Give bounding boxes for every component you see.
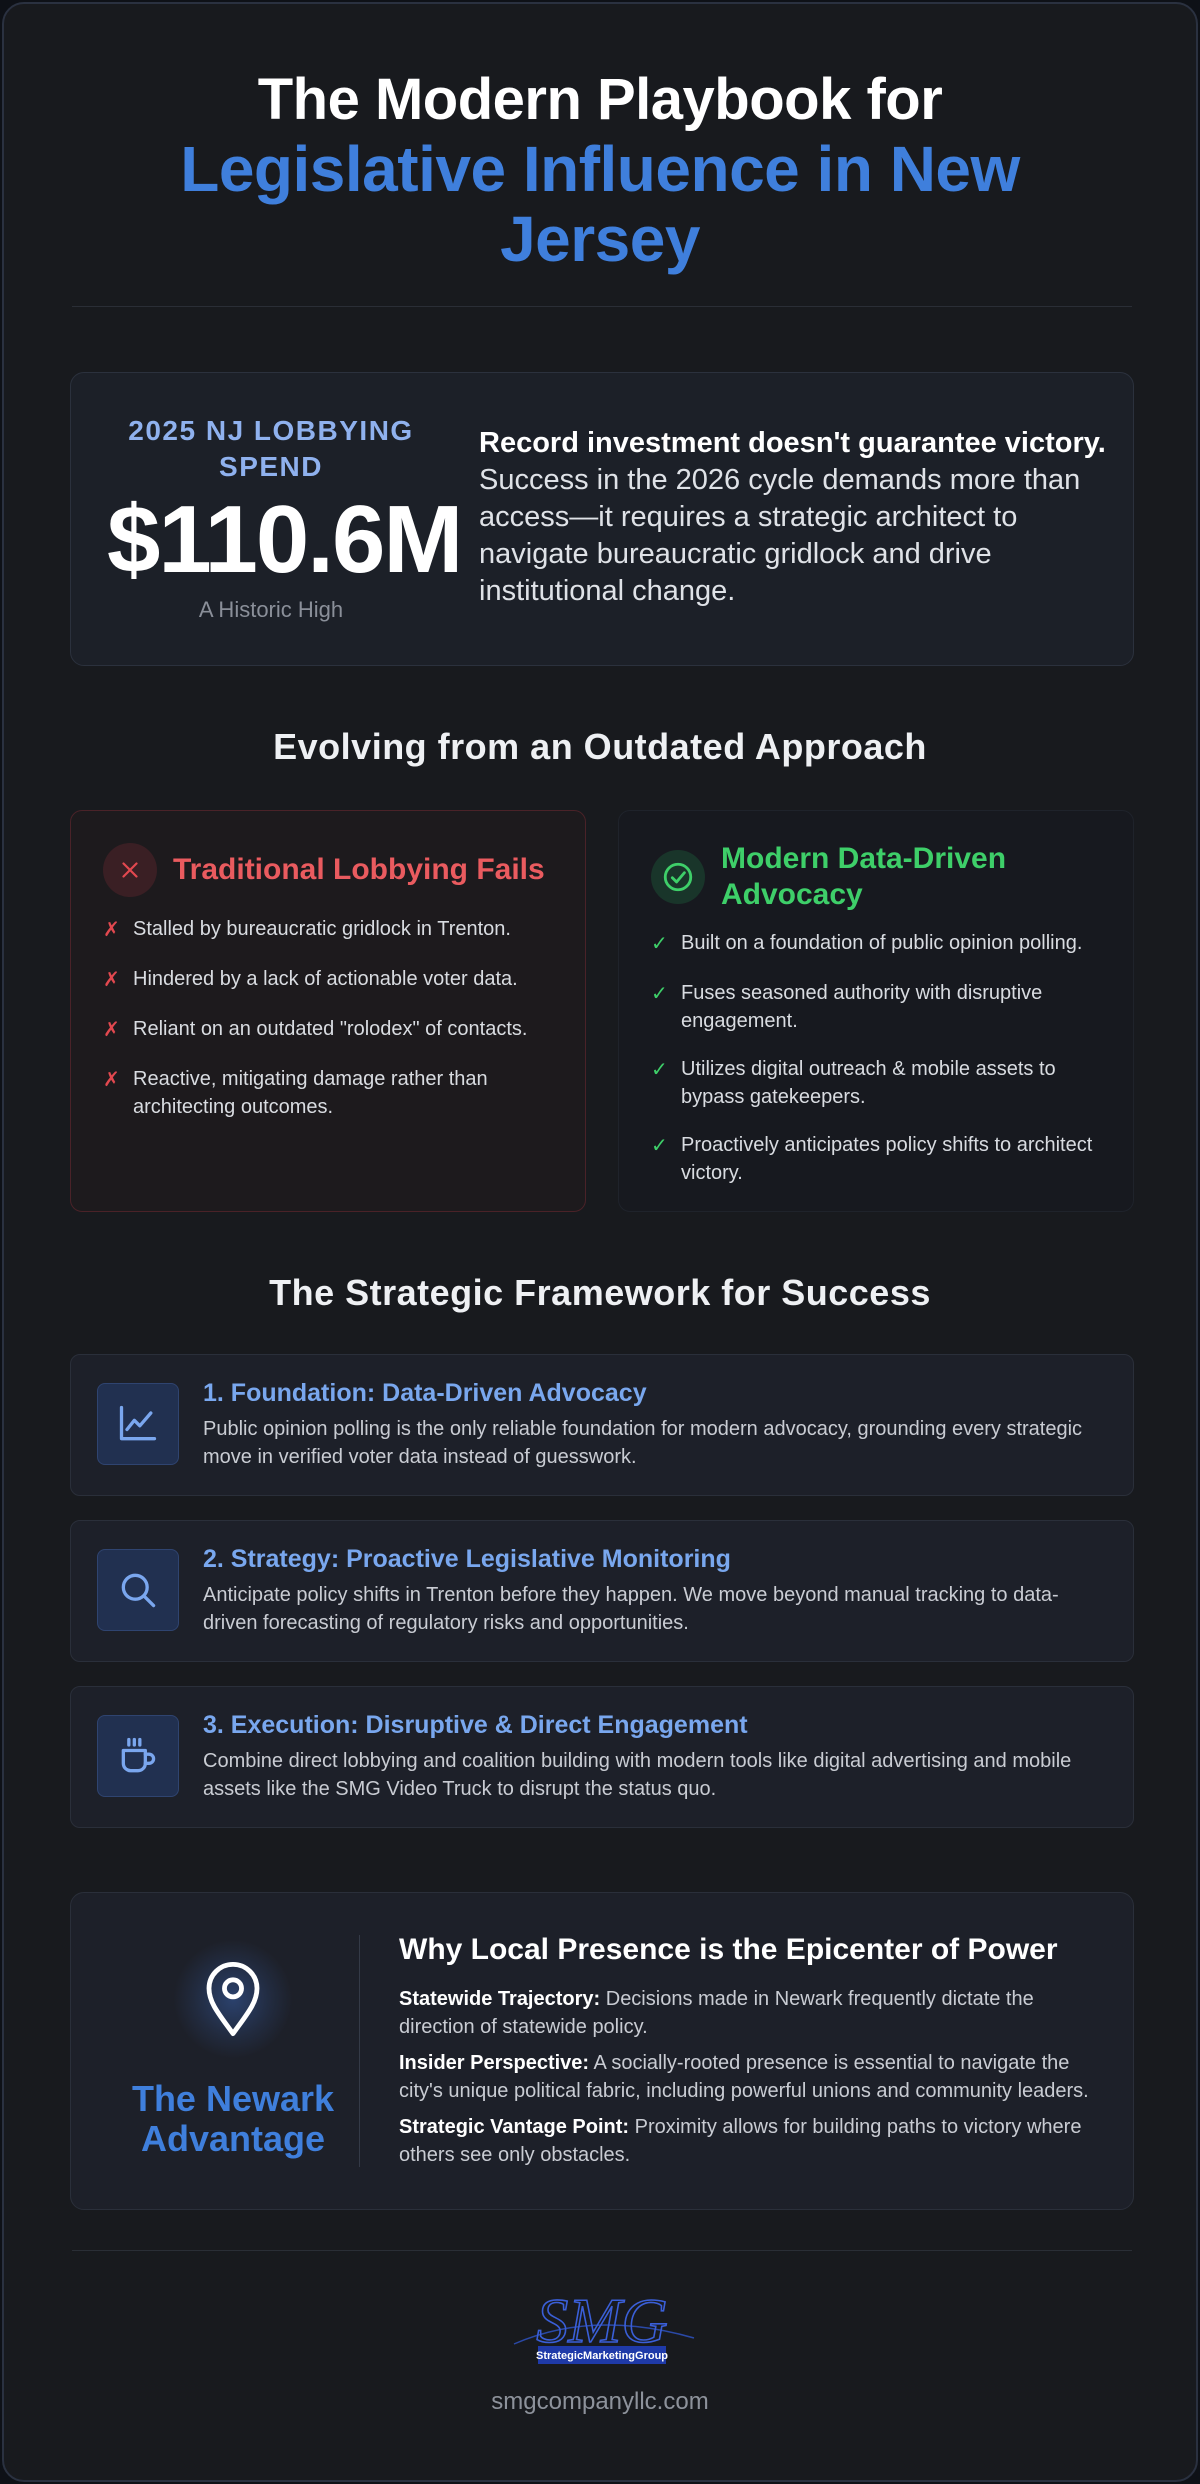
map-pin-icon (173, 1939, 293, 2059)
traditional-list: ✗Stalled by bureaucratic gridlock in Tre… (103, 915, 557, 1141)
logo-wordmark: SMG (536, 2285, 668, 2356)
spend-stat: 2025 NJ LOBBYING SPEND $110.6M A Histori… (107, 413, 463, 623)
modern-title: Modern Data-Driven Advocacy (721, 842, 1007, 911)
cross-icon: ✗ (103, 1069, 120, 1091)
newark-advantage-card: The Newark Advantage Why Local Presence … (70, 1892, 1134, 2210)
check-icon: ✓ (651, 1059, 668, 1081)
list-item: Insider Perspective: A socially-rooted p… (399, 2052, 1089, 2102)
newark-points: Statewide Trajectory: Decisions made in … (399, 1985, 1099, 2177)
framework-desc: Public opinion polling is the only relia… (203, 1418, 1083, 1468)
spend-label: 2025 NJ LOBBYING SPEND (128, 415, 414, 482)
spend-value: $110.6M (107, 486, 463, 593)
spend-body: Success in the 2026 cycle demands more t… (479, 464, 1081, 607)
cross-icon: ✗ (103, 969, 120, 991)
section-title-evolving: Evolving from an Outdated Approach (273, 726, 927, 767)
list-item: ✗Reactive, mitigating damage rather than… (103, 1065, 557, 1121)
list-item: ✗Hindered by a lack of actionable voter … (103, 965, 557, 995)
list-item: ✗Stalled by bureaucratic gridlock in Tre… (103, 915, 557, 945)
framework-desc: Anticipate policy shifts in Trenton befo… (203, 1584, 1059, 1634)
framework-title: 1. Foundation: Data-Driven Advocacy (203, 1379, 647, 1407)
list-item: Strategic Vantage Point: Proximity allow… (399, 2116, 1082, 2166)
newark-badge: The Newark Advantage (131, 2078, 335, 2159)
check-icon: ✓ (651, 933, 668, 955)
divider (72, 306, 1132, 307)
hero-title-line1: The Modern Playbook for (257, 67, 943, 132)
check-icon: ✓ (651, 983, 668, 1005)
website-link[interactable]: smgcompanyllc.com (491, 2388, 709, 2415)
chart-line-icon (97, 1383, 179, 1465)
hero-title: The Modern Playbook for Legislative Infl… (4, 66, 1196, 274)
hero-title-line2: Legislative Influence in New Jersey (180, 133, 1020, 275)
list-item: ✗Reliant on an outdated "rolodex" of con… (103, 1015, 557, 1045)
x-circle-icon (103, 843, 157, 897)
coffee-cup-icon (97, 1715, 179, 1797)
newark-heading: Why Local Presence is the Epicenter of P… (399, 1933, 1058, 1966)
logo-subtitle: StrategicMarketingGroup (536, 2350, 668, 2362)
divider (359, 1935, 360, 2167)
traditional-lobbying-card: Traditional Lobbying Fails ✗Stalled by b… (70, 810, 586, 1212)
framework-item-foundation: 1. Foundation: Data-Driven Advocacy Publ… (70, 1354, 1134, 1496)
check-icon: ✓ (651, 1135, 668, 1157)
check-circle-icon (651, 850, 705, 904)
modern-list: ✓Built on a foundation of public opinion… (651, 929, 1105, 1207)
section-title-framework: The Strategic Framework for Success (269, 1272, 931, 1313)
framework-title: 3. Execution: Disruptive & Direct Engage… (203, 1711, 748, 1739)
list-item: ✓Built on a foundation of public opinion… (651, 929, 1105, 959)
list-item: ✓Proactively anticipates policy shifts t… (651, 1131, 1105, 1187)
divider (72, 2250, 1132, 2251)
cross-icon: ✗ (103, 1019, 120, 1041)
modern-advocacy-card: Modern Data-Driven Advocacy ✓Built on a … (618, 810, 1134, 1212)
framework-desc: Combine direct lobbying and coalition bu… (203, 1750, 1072, 1800)
search-icon (97, 1549, 179, 1631)
spend-lead: Record investment doesn't guarantee vict… (479, 427, 1106, 459)
spend-description: Record investment doesn't guarantee vict… (479, 425, 1109, 610)
spend-note: A Historic High (198, 597, 344, 622)
framework-item-strategy: 2. Strategy: Proactive Legislative Monit… (70, 1520, 1134, 1662)
smg-logo: SMG StrategicMarketingGroup (504, 2282, 700, 2380)
cross-icon: ✗ (103, 919, 120, 941)
list-item: ✓Fuses seasoned authority with disruptiv… (651, 979, 1105, 1035)
list-item: ✓Utilizes digital outreach & mobile asse… (651, 1055, 1105, 1111)
list-item: Statewide Trajectory: Decisions made in … (399, 1988, 1034, 2038)
traditional-title: Traditional Lobbying Fails (173, 853, 545, 886)
framework-item-execution: 3. Execution: Disruptive & Direct Engage… (70, 1686, 1134, 1828)
framework-title: 2. Strategy: Proactive Legislative Monit… (203, 1545, 731, 1573)
lobbying-spend-card: 2025 NJ LOBBYING SPEND $110.6M A Histori… (70, 372, 1134, 666)
